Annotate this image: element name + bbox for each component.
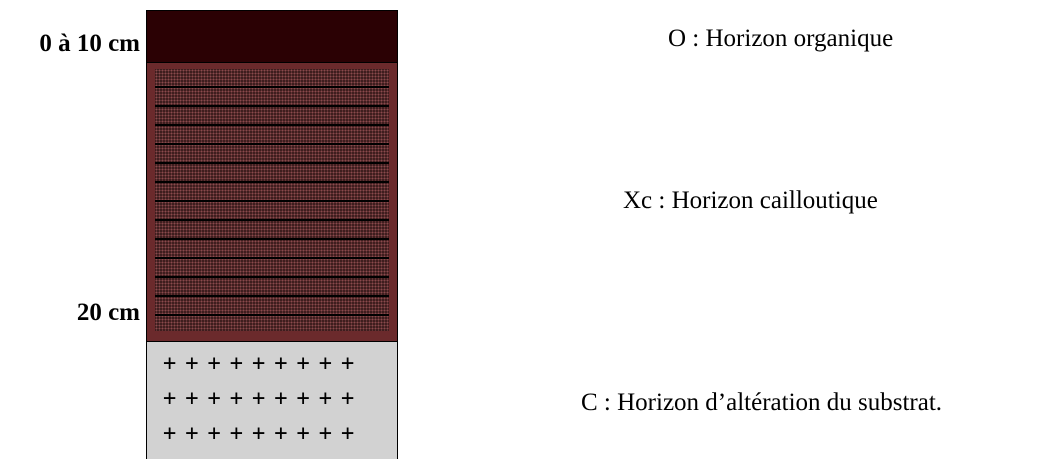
horizon-c-label: C : Horizon d’altération du substrat. — [581, 389, 943, 416]
plus-pattern-row: +++++++++ — [163, 351, 364, 376]
soil-profile-column: +++++++++ +++++++++ +++++++++ — [146, 10, 398, 459]
plus-pattern-row: +++++++++ — [163, 386, 364, 411]
horizon-xc-label: Xc : Horizon cailloutique — [623, 187, 878, 214]
plus-pattern-row: +++++++++ — [163, 421, 364, 446]
depth-label-top: 0 à 10 cm — [39, 30, 140, 57]
horizon-xc-layer — [147, 63, 397, 342]
horizon-o-layer — [147, 11, 397, 63]
stratification-lines — [155, 69, 389, 331]
depth-label-20cm: 20 cm — [76, 299, 140, 326]
horizon-c-layer: +++++++++ +++++++++ +++++++++ — [147, 342, 397, 459]
horizon-o-label: O : Horizon organique — [668, 25, 894, 52]
